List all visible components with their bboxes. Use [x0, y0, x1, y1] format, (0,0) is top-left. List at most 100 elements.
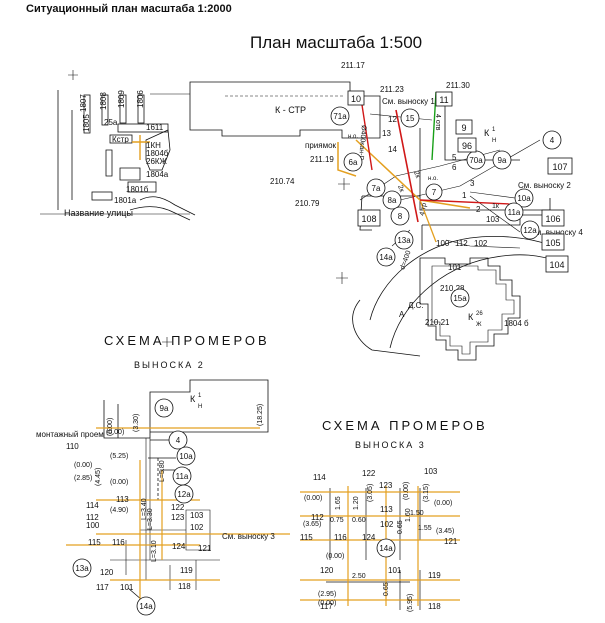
elevation: 211.17 [341, 61, 365, 70]
main-plan-boxes: 10 11 9 96 107 108 106 105 104 [347, 90, 573, 273]
measure-number: 113 [116, 495, 129, 504]
circle-marker: 8а [382, 190, 402, 210]
schema2-orange [66, 427, 290, 600]
d-label: d=400 [399, 250, 412, 271]
schema2-labels: К 1 Н монтажный проем См. выноску 3 110 … [36, 393, 275, 592]
svg-text:15: 15 [406, 114, 415, 123]
measure-number: 102 [380, 520, 394, 529]
svg-text:105: 105 [545, 238, 560, 248]
situation-building: 1809 [117, 90, 126, 108]
box-marker: 108 [357, 209, 381, 227]
pit-label: приямок [305, 141, 337, 150]
situation-building: 1КН [146, 141, 161, 150]
plan-title: План масштаба 1:500 [250, 33, 423, 52]
measure-number: 120 [320, 566, 334, 575]
dimension: 1.60 [405, 508, 412, 522]
circle-marker: 9а [492, 150, 512, 170]
situation-building: 1807 [79, 94, 88, 112]
svg-text:13а: 13а [75, 564, 89, 573]
circle-marker: 12а [174, 484, 194, 504]
circle-marker: 12а [520, 220, 540, 240]
kn-sub: Н [492, 138, 496, 144]
svg-text:12а: 12а [523, 226, 537, 235]
dimension: 0.65 [397, 520, 404, 534]
svg-text:7: 7 [432, 188, 437, 197]
dimension: L=3.10 [151, 540, 158, 562]
dimension: (2.85) [74, 475, 92, 482]
situation-building: 1801а [114, 196, 137, 205]
kn-sub: Н [198, 404, 202, 410]
plain-number: 12 [388, 115, 397, 124]
measure-number: 101 [388, 566, 402, 575]
measure-number: 117 [320, 602, 333, 611]
plain-number: 112 [455, 239, 468, 248]
elevation: 210.79 [295, 199, 320, 208]
circle-marker: 70а [466, 150, 486, 170]
svg-text:108: 108 [361, 214, 376, 224]
situation-building: 1804а [146, 170, 169, 179]
svg-text:12а: 12а [177, 490, 191, 499]
dimension: 1.65 [335, 496, 342, 510]
red-label: Ø400кан-D [357, 125, 367, 161]
svg-text:4: 4 [550, 136, 555, 145]
kn-label: К [484, 128, 490, 138]
circle-marker: 4 [168, 430, 188, 450]
dimension: (3.05) [367, 484, 374, 502]
schema2-drawing [103, 379, 269, 601]
box-marker: 106 [541, 209, 565, 227]
box-marker: 11 [435, 91, 453, 107]
dimension: (0.00) [318, 600, 336, 607]
dimension: 0.75 [330, 517, 344, 524]
situation-building: 25а [104, 118, 118, 127]
dimension: (0.00) [304, 495, 322, 502]
main-plan-labels: 211.17 211.23 211.30 211.19 210.74 210.7… [270, 61, 583, 328]
measure-number: 119 [180, 566, 193, 575]
dimension: (0.00) [326, 553, 344, 560]
plain-number: 101 [448, 263, 462, 272]
situation-building: 1805 [82, 114, 91, 132]
dimension: (4.90) [110, 507, 128, 514]
circle-marker: 14а [376, 538, 396, 558]
circle-marker: 11а [172, 466, 192, 486]
dimension: (3.30) [133, 414, 140, 432]
svg-text:104: 104 [549, 260, 564, 270]
svg-text:14а: 14а [379, 544, 393, 553]
dimension: (0.00) [403, 482, 410, 500]
svg-text:9а: 9а [160, 404, 169, 413]
b1804-label: 1804 б [504, 319, 529, 328]
measure-number: 120 [100, 568, 114, 577]
measure-number: 119 [428, 571, 441, 580]
measure-number: 123 [379, 481, 393, 490]
k26-sub: Ж [476, 322, 482, 328]
circle-marker: 10а [514, 188, 534, 208]
elevation: 211.23 [380, 85, 404, 94]
svg-text:14а: 14а [379, 253, 393, 262]
dimension: 2.50 [352, 573, 366, 580]
dimension: (5.25) [110, 453, 128, 460]
measure-number: 103 [424, 467, 438, 476]
dimension: L=5.80 [159, 460, 166, 482]
dimension: 1.55 [418, 525, 432, 532]
situation-building: Кстр [112, 135, 129, 144]
circle-marker: 15 [400, 108, 420, 128]
dimension: 1.20 [353, 496, 360, 510]
schema3-labels: 114 122 123 103 112 113 102 115 116 124 … [300, 467, 458, 612]
svg-text:13а: 13а [397, 236, 411, 245]
dimension: (0.00) [434, 500, 452, 507]
plain-number: 14 [388, 145, 397, 154]
situation-building: 1801б [126, 185, 149, 194]
svg-text:6а: 6а [349, 158, 358, 167]
measure-number: 116 [112, 538, 125, 547]
schema2-title: СХЕМА ПРОМЕРОВ [104, 333, 270, 348]
k26-label: К [468, 312, 474, 322]
circle-marker: 13а [72, 558, 92, 578]
kn-sup: 1 [198, 393, 202, 399]
dimension: (2.95) [318, 591, 336, 598]
svg-text:107: 107 [552, 162, 567, 172]
svg-text:11а: 11а [508, 208, 521, 217]
circle-marker: 10а [176, 446, 196, 466]
circle-marker: 13а [394, 230, 414, 250]
measure-number: 122 [362, 469, 376, 478]
dimension: 1.50 [410, 510, 424, 517]
circle-marker: 7 [425, 183, 443, 201]
